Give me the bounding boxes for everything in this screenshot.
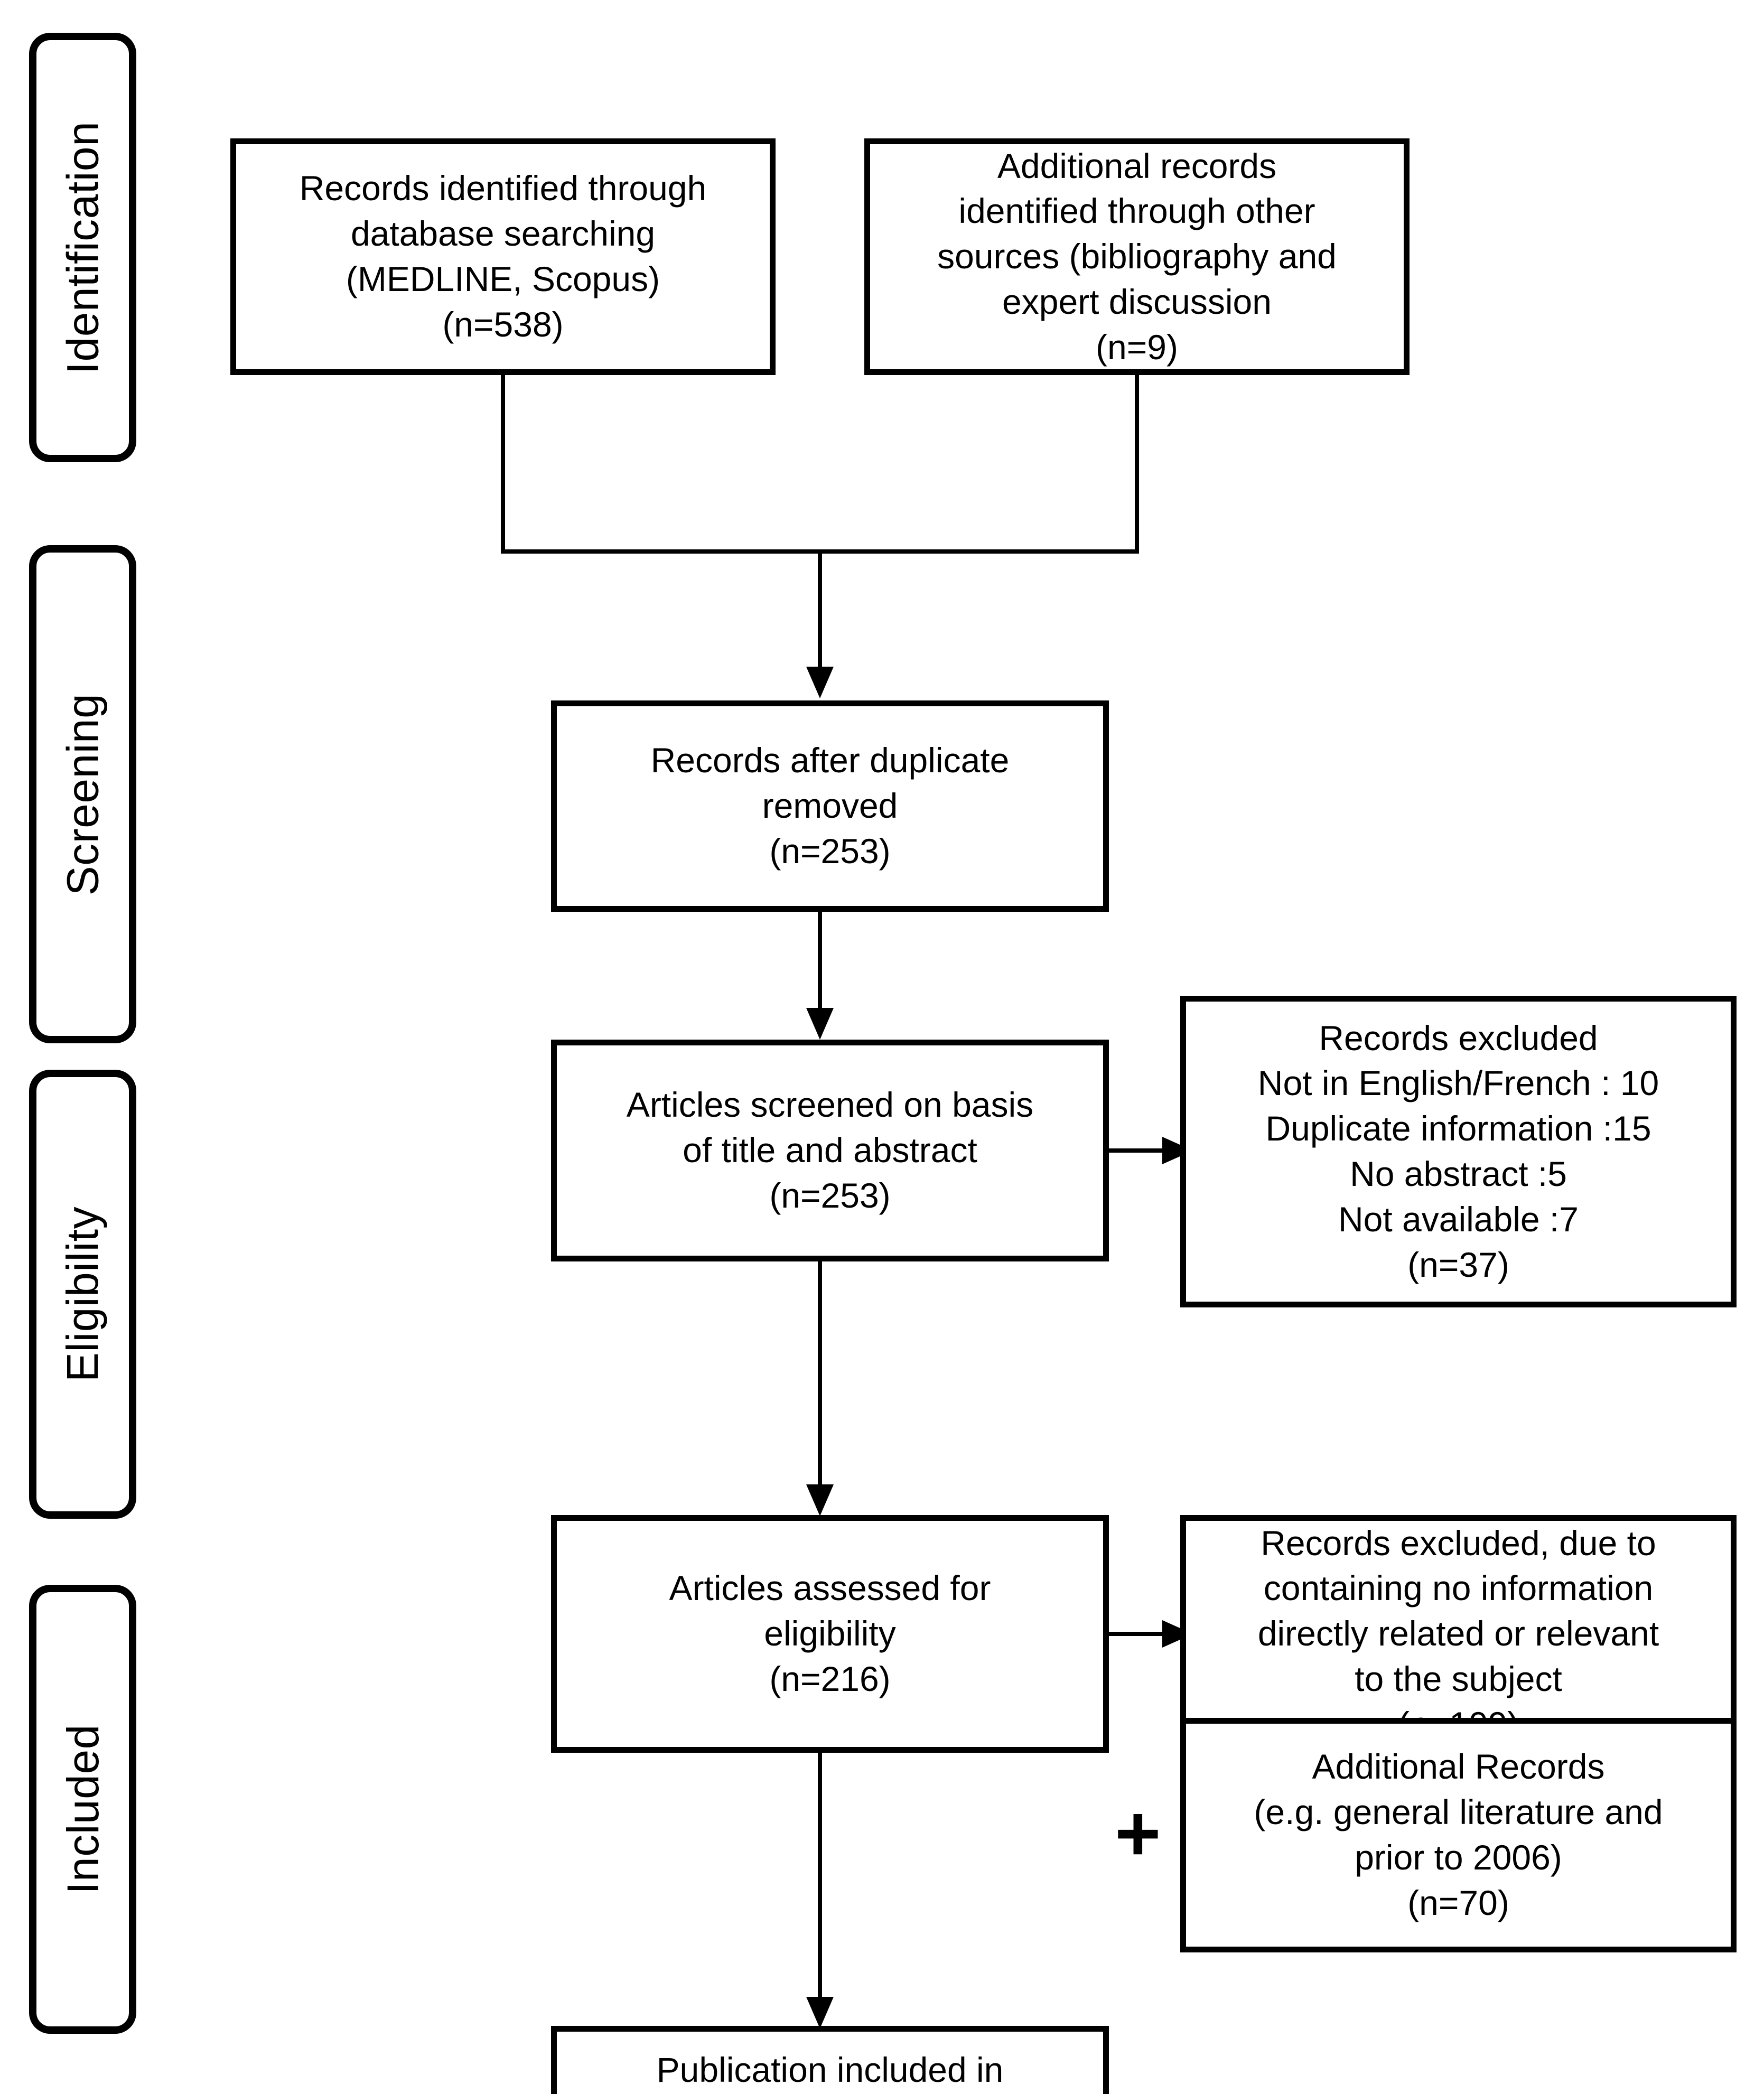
box-line: (n=253) — [769, 831, 891, 871]
box-line: expert discussion — [1002, 282, 1272, 321]
connector-screened-to-excluded — [1109, 1148, 1167, 1153]
box-line: (e.g. general literature and — [1254, 1792, 1663, 1832]
box-line: identified through other — [958, 191, 1315, 231]
box-line: Additional records — [997, 146, 1277, 185]
connector-merge-to-duplicates — [818, 549, 822, 671]
box-line: (MEDLINE, Scopus) — [346, 259, 660, 298]
box-line: containing no information — [1263, 1568, 1654, 1608]
box-line: database searching — [350, 214, 656, 254]
box-line: directly related or relevant — [1257, 1614, 1659, 1653]
connector-merge-left-stem — [501, 375, 505, 554]
box-additional-records-included: Additional Records (e.g. general literat… — [1180, 1718, 1737, 1952]
box-line: (n=70) — [1407, 1883, 1509, 1922]
box-line: Duplicate information :15 — [1265, 1109, 1651, 1148]
stage-label-identification: Identification — [58, 121, 108, 374]
box-line: (n=253) — [769, 1175, 891, 1215]
box-line: Additional Records — [1312, 1747, 1605, 1787]
connector-assessed-to-included — [818, 1753, 822, 2001]
box-line: Not in English/French : 10 — [1257, 1063, 1659, 1103]
arrow-merge-to-duplicates — [806, 667, 834, 698]
box-line: (n=9) — [1096, 327, 1178, 367]
stage-bar-included: Included — [29, 1585, 136, 2034]
connector-merge-right-stem — [1135, 375, 1139, 554]
plus-operator-icon: + — [1115, 1789, 1161, 1877]
arrow-screened-to-assessed — [806, 1484, 834, 1516]
box-articles-screened: Articles screened on basis of title and … — [551, 1040, 1109, 1261]
box-line: to the subject — [1355, 1659, 1562, 1698]
box-publication-included-synthesis: Publication included in qualitative synt… — [551, 2026, 1109, 2094]
box-line: Records excluded — [1319, 1018, 1598, 1058]
box-line: prior to 2006) — [1355, 1838, 1562, 1877]
box-records-after-duplicates: Records after duplicate removed (n=253) — [551, 700, 1109, 912]
box-line: Records excluded, due to — [1261, 1523, 1656, 1563]
connector-duplicates-to-screened — [818, 912, 822, 1012]
box-articles-assessed-eligibility: Articles assessed for eligibility (n=216… — [551, 1515, 1109, 1753]
box-line: Records after duplicate — [650, 741, 1010, 780]
arrow-duplicates-to-screened — [806, 1008, 834, 1040]
box-line: sources (bibliography and — [937, 237, 1337, 276]
box-additional-records-other-sources: Additional records identified through ot… — [864, 138, 1410, 375]
stage-bar-screening: Screening — [29, 545, 136, 1043]
connector-assessed-to-excluded — [1109, 1632, 1167, 1636]
box-line: Articles screened on basis — [626, 1085, 1034, 1125]
stage-label-eligibility: Eligibility — [58, 1206, 108, 1382]
stage-label-included: Included — [58, 1724, 108, 1894]
box-line: Publication included in — [656, 2050, 1004, 2089]
box-records-excluded-screening: Records excluded Not in English/French :… — [1180, 996, 1737, 1307]
box-records-excluded-eligibility: Records excluded, due to containing no i… — [1180, 1515, 1737, 1753]
box-line: Not available :7 — [1338, 1199, 1579, 1239]
box-line: removed — [762, 786, 898, 826]
box-line: of title and abstract — [683, 1130, 977, 1170]
box-line: eligibility — [764, 1614, 896, 1653]
stage-bar-identification: Identification — [29, 33, 136, 462]
box-line: (n=538) — [442, 304, 564, 344]
connector-screened-to-assessed — [818, 1261, 822, 1489]
box-records-identified-database: Records identified through database sear… — [230, 138, 776, 375]
box-line: Records identified through — [299, 169, 707, 208]
box-line: (n=37) — [1407, 1245, 1509, 1284]
stage-label-screening: Screening — [58, 693, 108, 895]
stage-bar-eligibility: Eligibility — [29, 1070, 136, 1519]
box-line: No abstract :5 — [1350, 1154, 1567, 1193]
box-line: Articles assessed for — [669, 1568, 991, 1608]
box-line: (n=216) — [769, 1659, 891, 1698]
arrow-assessed-to-included — [806, 1997, 834, 2028]
